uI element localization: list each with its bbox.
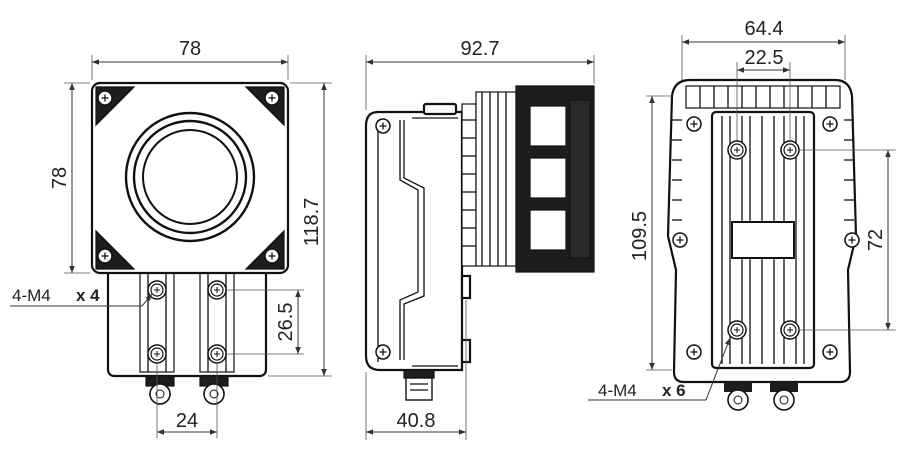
front-total-height-dim: 118.7 [301, 198, 323, 247]
side-view: 92.7 40.8 [364, 38, 595, 440]
side-length-dim: 92.7 [461, 38, 500, 60]
front-hole-spacing-v-dim: 26.5 [275, 303, 297, 342]
side-lens-housing [515, 85, 595, 273]
back-height-dim: 109.5 [629, 211, 651, 261]
side-rear-housing [364, 110, 464, 372]
back-view: 64.4 22.5 109.5 72 4-M4 x 6 [588, 18, 896, 411]
side-fins [461, 91, 517, 267]
back-width-dim: 64.4 [745, 18, 784, 40]
side-depth-dim: 40.8 [397, 410, 436, 432]
side-connector [403, 369, 435, 401]
back-screw-count: x 6 [662, 381, 686, 400]
front-corner-brackets [95, 86, 285, 270]
back-connectors [724, 382, 798, 411]
front-screw-count: x 4 [76, 286, 100, 305]
front-view: 78 78 118.7 26.5 24 4-M4 x 4 [10, 38, 332, 438]
back-label-window [731, 221, 795, 259]
back-side-fins [672, 119, 854, 221]
back-screw-label: 4-M4 [598, 381, 637, 400]
front-connectors [145, 375, 229, 405]
front-width-dim: 78 [179, 38, 201, 60]
front-lower-body [106, 266, 268, 378]
front-hole-spacing-h-dim: 24 [176, 410, 198, 432]
front-height-dim: 78 [49, 167, 71, 189]
back-top-fins [685, 85, 841, 109]
back-hole-spacing-v-dim: 72 [865, 229, 887, 251]
back-hole-spacing-h-dim: 22.5 [745, 47, 784, 69]
front-lens [124, 111, 256, 243]
front-screw-label: 4-M4 [12, 286, 51, 305]
